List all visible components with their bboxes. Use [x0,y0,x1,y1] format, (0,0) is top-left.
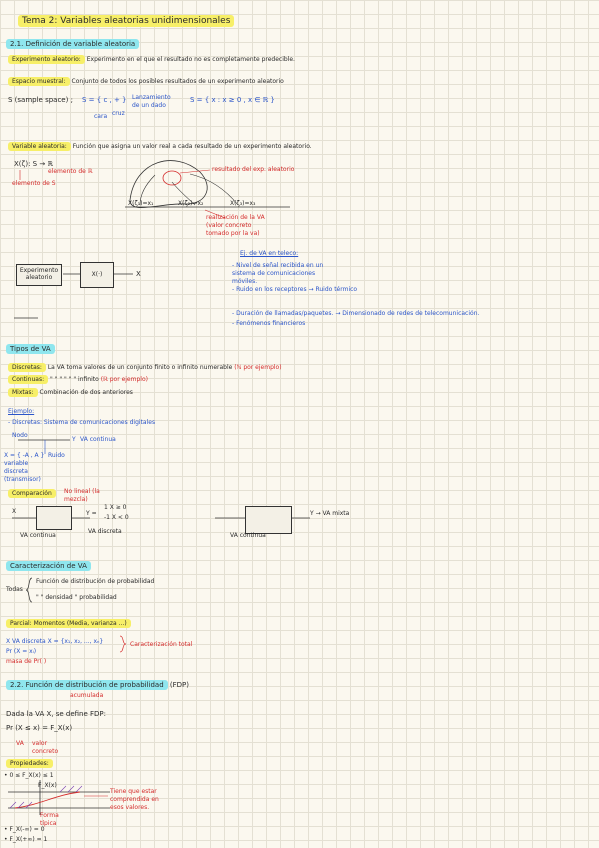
discretas-example: (ℕ por ejemplo) [234,364,282,371]
cruz-label: cruz [112,110,125,117]
map-annotation-2: elemento de ℝ [48,168,93,175]
todas-label: Todas [6,586,23,593]
fx-axis-label: F_X(x) [38,782,57,789]
mixtas-term: Mixtas: [8,388,38,397]
y-label: Y [72,436,76,443]
s-example-1: S = { c , + } [82,96,127,104]
va-continua-2: VA continua [20,532,56,539]
comp-y-eq: Y = [86,510,97,517]
probability-line: Pr (X = xᵢ) [6,648,37,655]
x3-label: X(ζ₃)=x₃ [230,200,256,207]
comparator-box [36,506,72,530]
ruido-label: Ruido [48,452,65,459]
mapping-arrow-2 [171,181,196,206]
mixtas-line: Mixtas: Combinación de dos anteriores [8,388,133,397]
fdp-item: Función de distribución de probabilidad [36,578,155,585]
va-line: Variable aleatoria: Función que asigna u… [8,142,312,151]
s-annotation-dado: Lanzamiento de un dado [132,94,171,109]
prop-3: • F_X(+∞) = 1 [4,836,48,843]
x-values: X = { -A , A } [4,452,45,459]
espacio-line: Espacio muestral: Conjunto de todos los … [8,77,284,86]
propiedades-label: Propiedades: [6,759,53,768]
fdp-formula: Pr (X ≤ x) = F_X(x) [6,724,73,732]
discretas-term: Discretas: [8,363,46,372]
saturation-box [245,506,292,534]
acumulada-annotation: acumulada [70,692,104,699]
map-annotation-1: elemento de S [12,180,56,187]
box-x-function: X(·) [80,262,114,288]
espacio-term: Espacio muestral: [8,77,70,86]
section-heading-tipos: Tipos de VA [6,344,55,354]
mapping-label: X(ζ): S → ℝ [14,160,53,168]
realizacion-annotation: realización de la VA (valor concreto tom… [206,214,265,237]
mapping-arrow-3 [189,173,239,206]
ej-teleco-1: - Nivel de señal recibida en un sistema … [232,262,324,285]
diagram-output-x: X [136,270,141,278]
continuas-def: " " " " " " infinito [50,376,99,383]
box-experimento: Experimento aleatorio [16,264,62,286]
fdp-hatch [9,785,83,809]
mapping-arrow-1 [139,174,156,206]
ej-teleco-title: Ej. de VA en teleco: [240,250,299,257]
va-continua-1: VA continua [80,436,116,443]
va-continua-3: VA continua [230,532,266,539]
mixtas-def: Combinación de dos anteriores [39,389,133,396]
ej-teleco-3: - Duración de llamadas/paquetes. → Dimen… [232,310,480,317]
x-discreta-line: X VA discreta X = {x₁, x₂, ..., xₙ} [6,638,104,645]
cara-label: cara [94,113,108,120]
va-annotation: VA [16,740,24,747]
dada-line: Dada la VA X, se define FDP: [6,710,106,718]
continuas-term: Continuas: [8,375,49,384]
nodo-label: Nodo [12,432,28,439]
red-pointer-1 [179,169,211,174]
brace-todas [25,577,33,603]
valor-annotation: valor concreto [32,740,59,755]
va-discreta-label: VA discreta [88,528,122,535]
prop-2: • F_X(-∞) = 0 [4,826,45,833]
espacio-def: Conjunto de todos los posibles resultado… [71,78,284,85]
masa-label: masa de Pr( ) [6,658,47,665]
section-heading-2-1: 2.1. Definición de variable aleatoria [6,39,140,49]
discretas-example-line: - Discretas: Sistema de comunicaciones d… [8,419,156,426]
red-pointer-2 [204,209,226,219]
forma-tipica-annotation: Forma típica [40,812,59,827]
prop-1: • 0 ≤ F_X(x) ≤ 1 [4,772,54,779]
comp-y-top: 1 X ≥ 0 [104,504,127,511]
y-va-mixta: Y → VA mixta [310,510,350,517]
discretas-def: La VA toma valores de un conjunto finito… [47,364,233,371]
comparacion-label: Comparación [8,489,56,498]
experimento-term: Experimento aleatorio: [8,55,85,64]
zeta-ring [162,170,182,186]
ej-teleco-2: - Ruido en los receptores → Ruido térmic… [232,286,358,293]
comp-input-x: X [12,508,17,515]
x1-label: X(ζ₁)=x₁ [128,200,154,207]
x-values-desc: variable discreta (transmisor) [4,460,41,483]
caracterizacion-total: Caracterización total [130,641,193,648]
continuas-line: Continuas: " " " " " " infinito (ℝ por e… [8,375,148,384]
densidad-item: " " densidad " probabilidad [36,594,117,601]
x2-label: X(ζ₂)=x₂ [178,200,204,207]
section-heading-caract: Caracterización de VA [6,561,91,571]
va-def: Función que asigna un valor real a cada … [72,143,312,150]
s-label: S (sample space) ; [8,96,73,104]
s-example-2: S = { x : x ≥ 0 , x ∈ ℝ } [190,96,275,104]
brace-total [119,635,127,653]
experimento-def: Experimento en el que el resultado no es… [86,56,295,63]
parcial-line: Parcial: Momentos (Media, varianza ...) [6,619,131,628]
continuas-example: (ℝ por ejemplo) [100,376,148,383]
va-term: Variable aleatoria: [8,142,71,151]
fdp-typical-curve [14,791,81,809]
ejemplo-label: Ejemplo: [8,408,35,415]
discretas-line: Discretas: La VA toma valores de un conj… [8,363,282,372]
ej-teleco-4: - Fenómenos financieros [232,320,306,327]
no-lineal-annotation: No lineal (la mezcla) [64,488,100,503]
comp-y-bot: -1 X < 0 [104,514,129,521]
experimento-line: Experimento aleatorio: Experimento en el… [8,55,295,64]
section-heading-2-2: 2.2. Función de distribución de probabil… [6,680,189,690]
range-note: Tiene que estar comprendida en esos valo… [110,788,159,811]
page-title: Tema 2: Variables aleatorias unidimensio… [18,15,235,27]
resultado-annotation: resultado del exp. aleatorio [212,166,295,173]
